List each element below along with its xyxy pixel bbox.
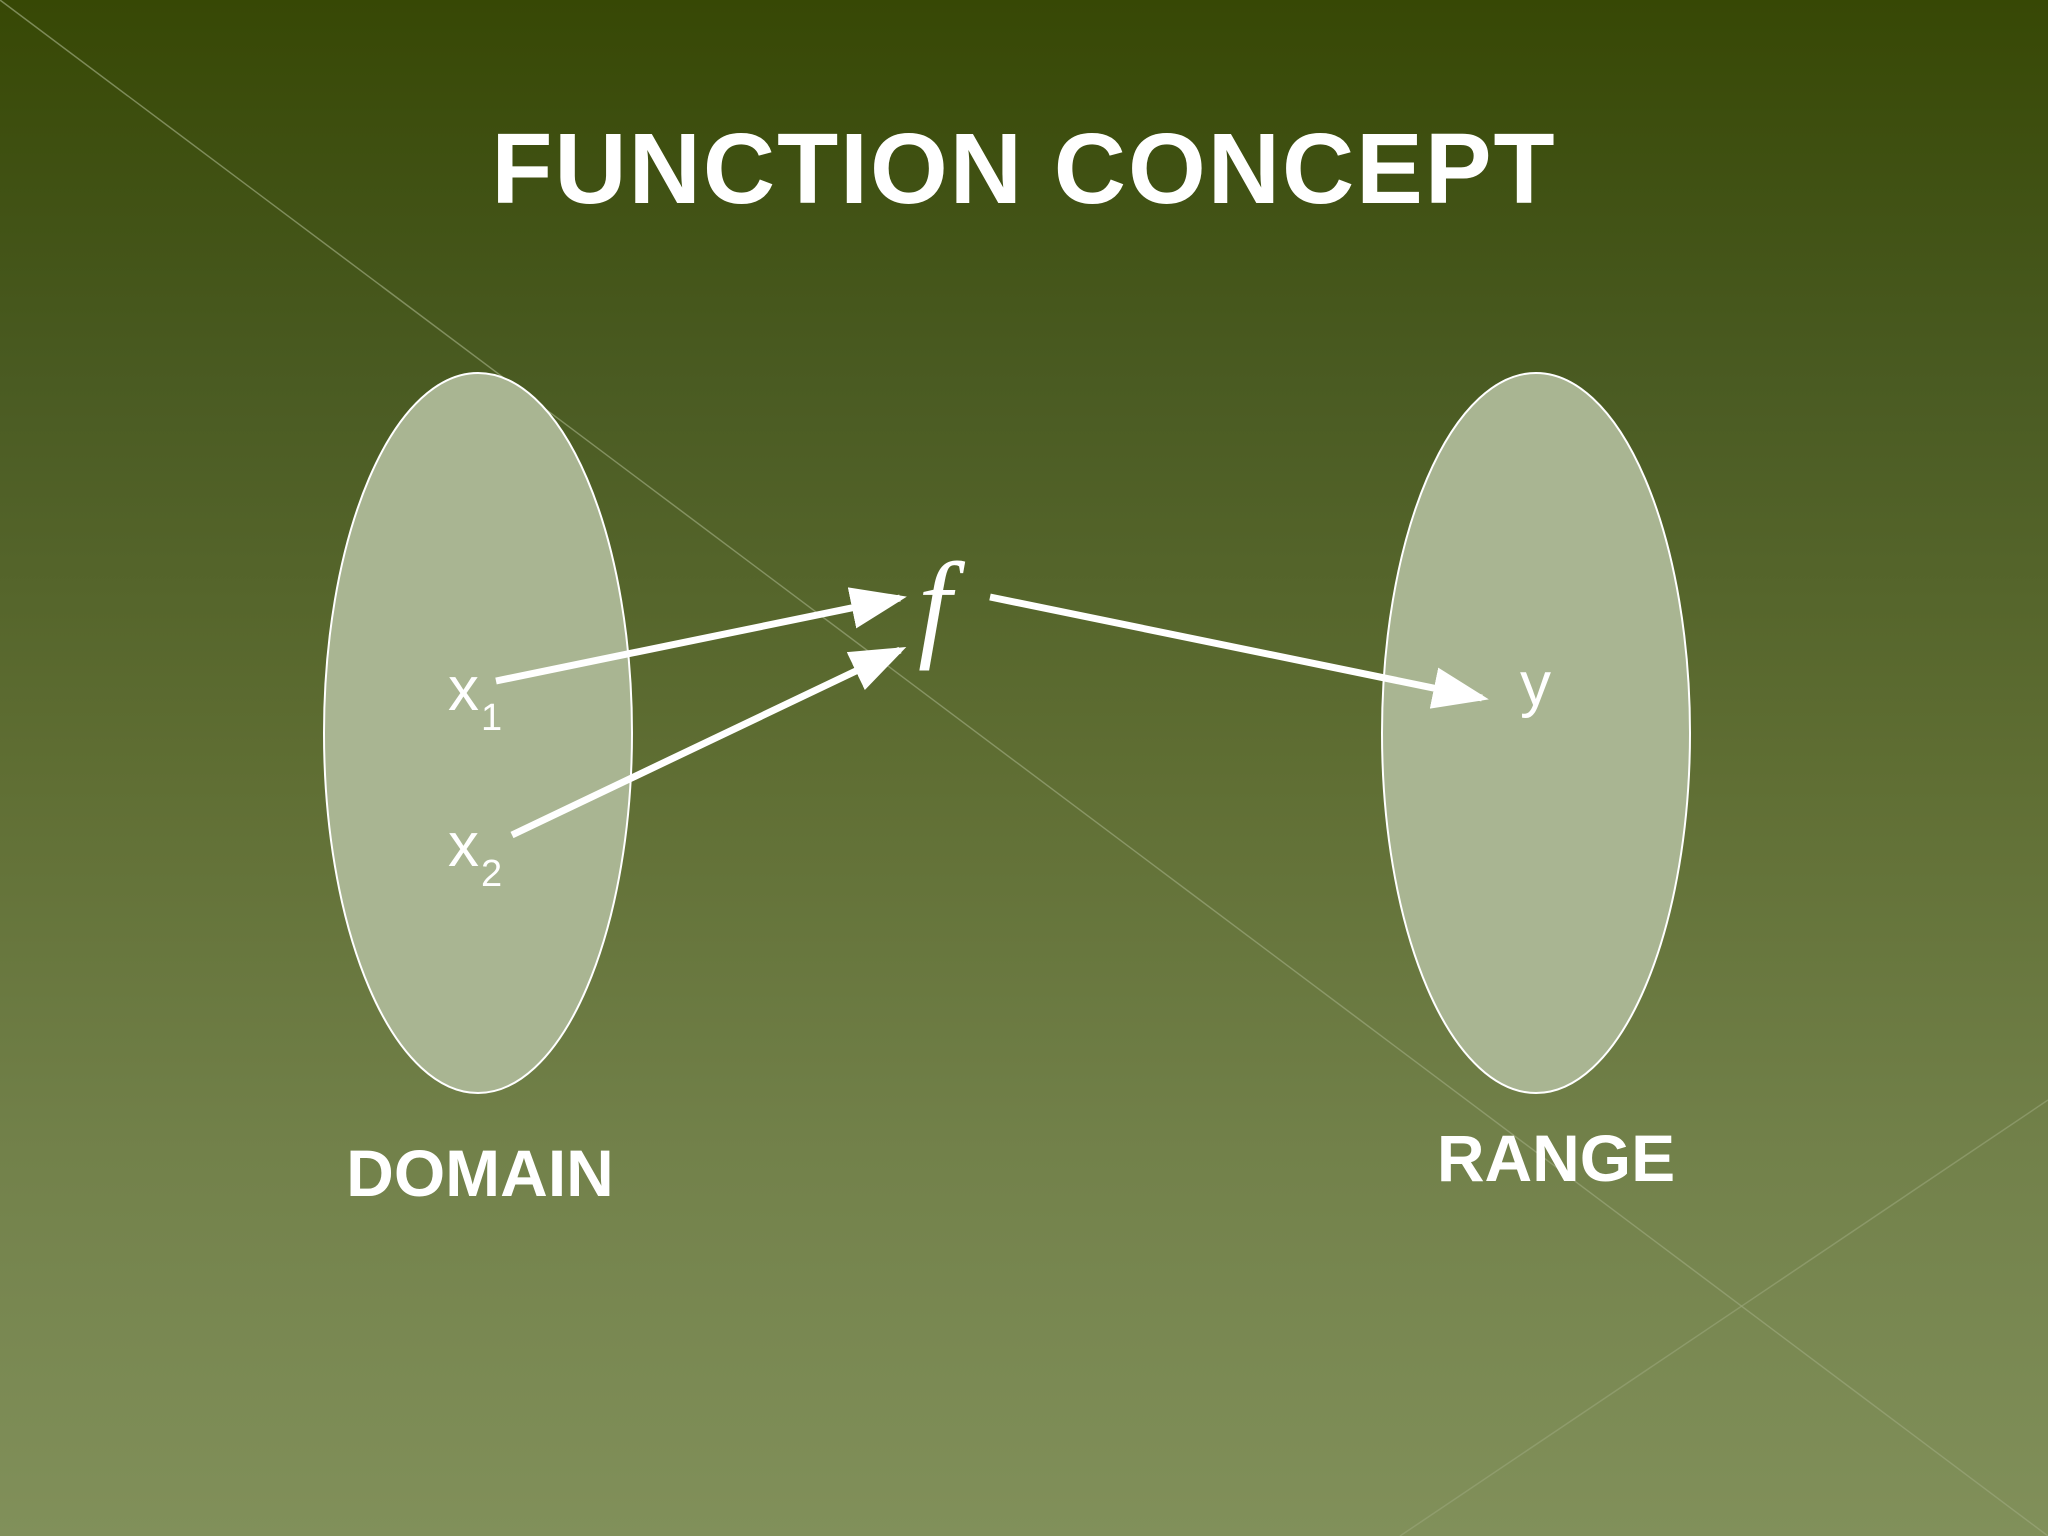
- domain-element-x1: x1: [448, 655, 502, 739]
- domain-set-ellipse: [323, 372, 633, 1094]
- range-label: RANGE: [1436, 1121, 1676, 1195]
- function-symbol: f: [918, 538, 966, 671]
- decorative-diagonal-line: [1399, 1099, 2048, 1536]
- slide-title: FUNCTION CONCEPT: [491, 113, 1557, 225]
- range-element-y: y: [1520, 650, 1551, 719]
- arrow-f-to-y: [989, 593, 1489, 709]
- domain-element-x2: x2: [448, 811, 502, 895]
- arrow-x1-to-f: [495, 587, 907, 685]
- arrow-x2-to-f: [510, 646, 907, 839]
- range-set-ellipse: [1381, 372, 1691, 1094]
- domain-label: DOMAIN: [346, 1136, 614, 1210]
